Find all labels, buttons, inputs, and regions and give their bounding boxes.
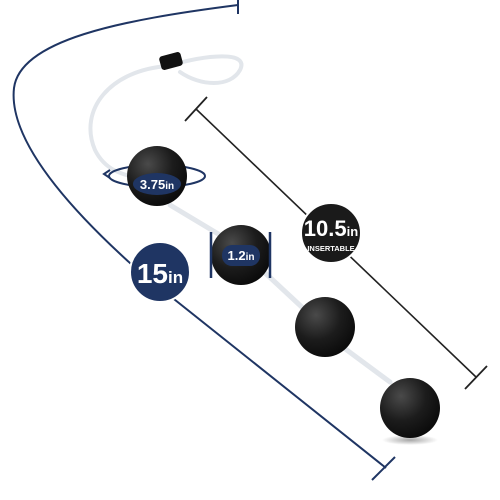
retrieval-cord: [88, 52, 244, 180]
total-length-label: 15in: [137, 258, 183, 289]
insertable-length-label: 10.5in: [304, 216, 358, 241]
insertable-start-cap: [184, 96, 208, 122]
ball-3: [295, 297, 355, 357]
total-length-end-tick: [371, 456, 396, 481]
ball-1: 3.75in: [102, 146, 206, 206]
circumference-arrow-icon: [102, 169, 111, 179]
insertable-length-badge: 10.5in INSERTABLE: [300, 202, 362, 264]
total-length-line: [12, 0, 396, 481]
ball-2: 1.2in: [209, 225, 272, 285]
total-length-badge: 15in: [129, 241, 191, 303]
ball-4: [380, 378, 440, 445]
cord-stopper: [159, 52, 183, 70]
diameter-label: 1.2in: [228, 248, 255, 263]
circumference-badge: [133, 173, 181, 195]
ball-shadow: [382, 435, 438, 445]
circumference-label: 3.75in: [140, 177, 174, 192]
insertable-end-cap: [464, 365, 488, 390]
diameter-badge: [222, 245, 260, 266]
insertable-caption: INSERTABLE: [307, 244, 354, 253]
